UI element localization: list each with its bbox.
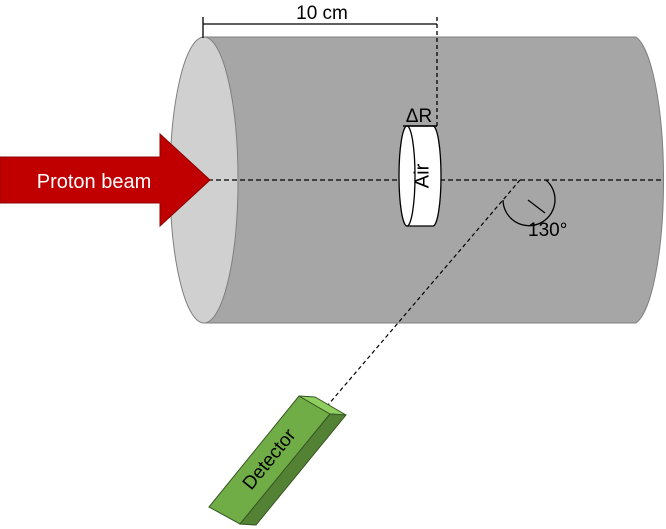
detector-sightline: [321, 179, 521, 413]
air-insert: [398, 125, 442, 227]
angle-arc: [502, 179, 556, 227]
angle-label: 130°: [528, 220, 567, 241]
proton-beam-label: Proton beam: [37, 171, 152, 193]
dimension-line: [202, 17, 438, 126]
delta-r-label: ΔR: [406, 106, 432, 127]
dimension-label: 10 cm: [296, 3, 348, 24]
detector-block: [208, 395, 348, 526]
proton-beam-arrow: [0, 132, 211, 228]
angle-label-leader: [527, 199, 546, 214]
air-insert-label: Air: [411, 163, 433, 188]
